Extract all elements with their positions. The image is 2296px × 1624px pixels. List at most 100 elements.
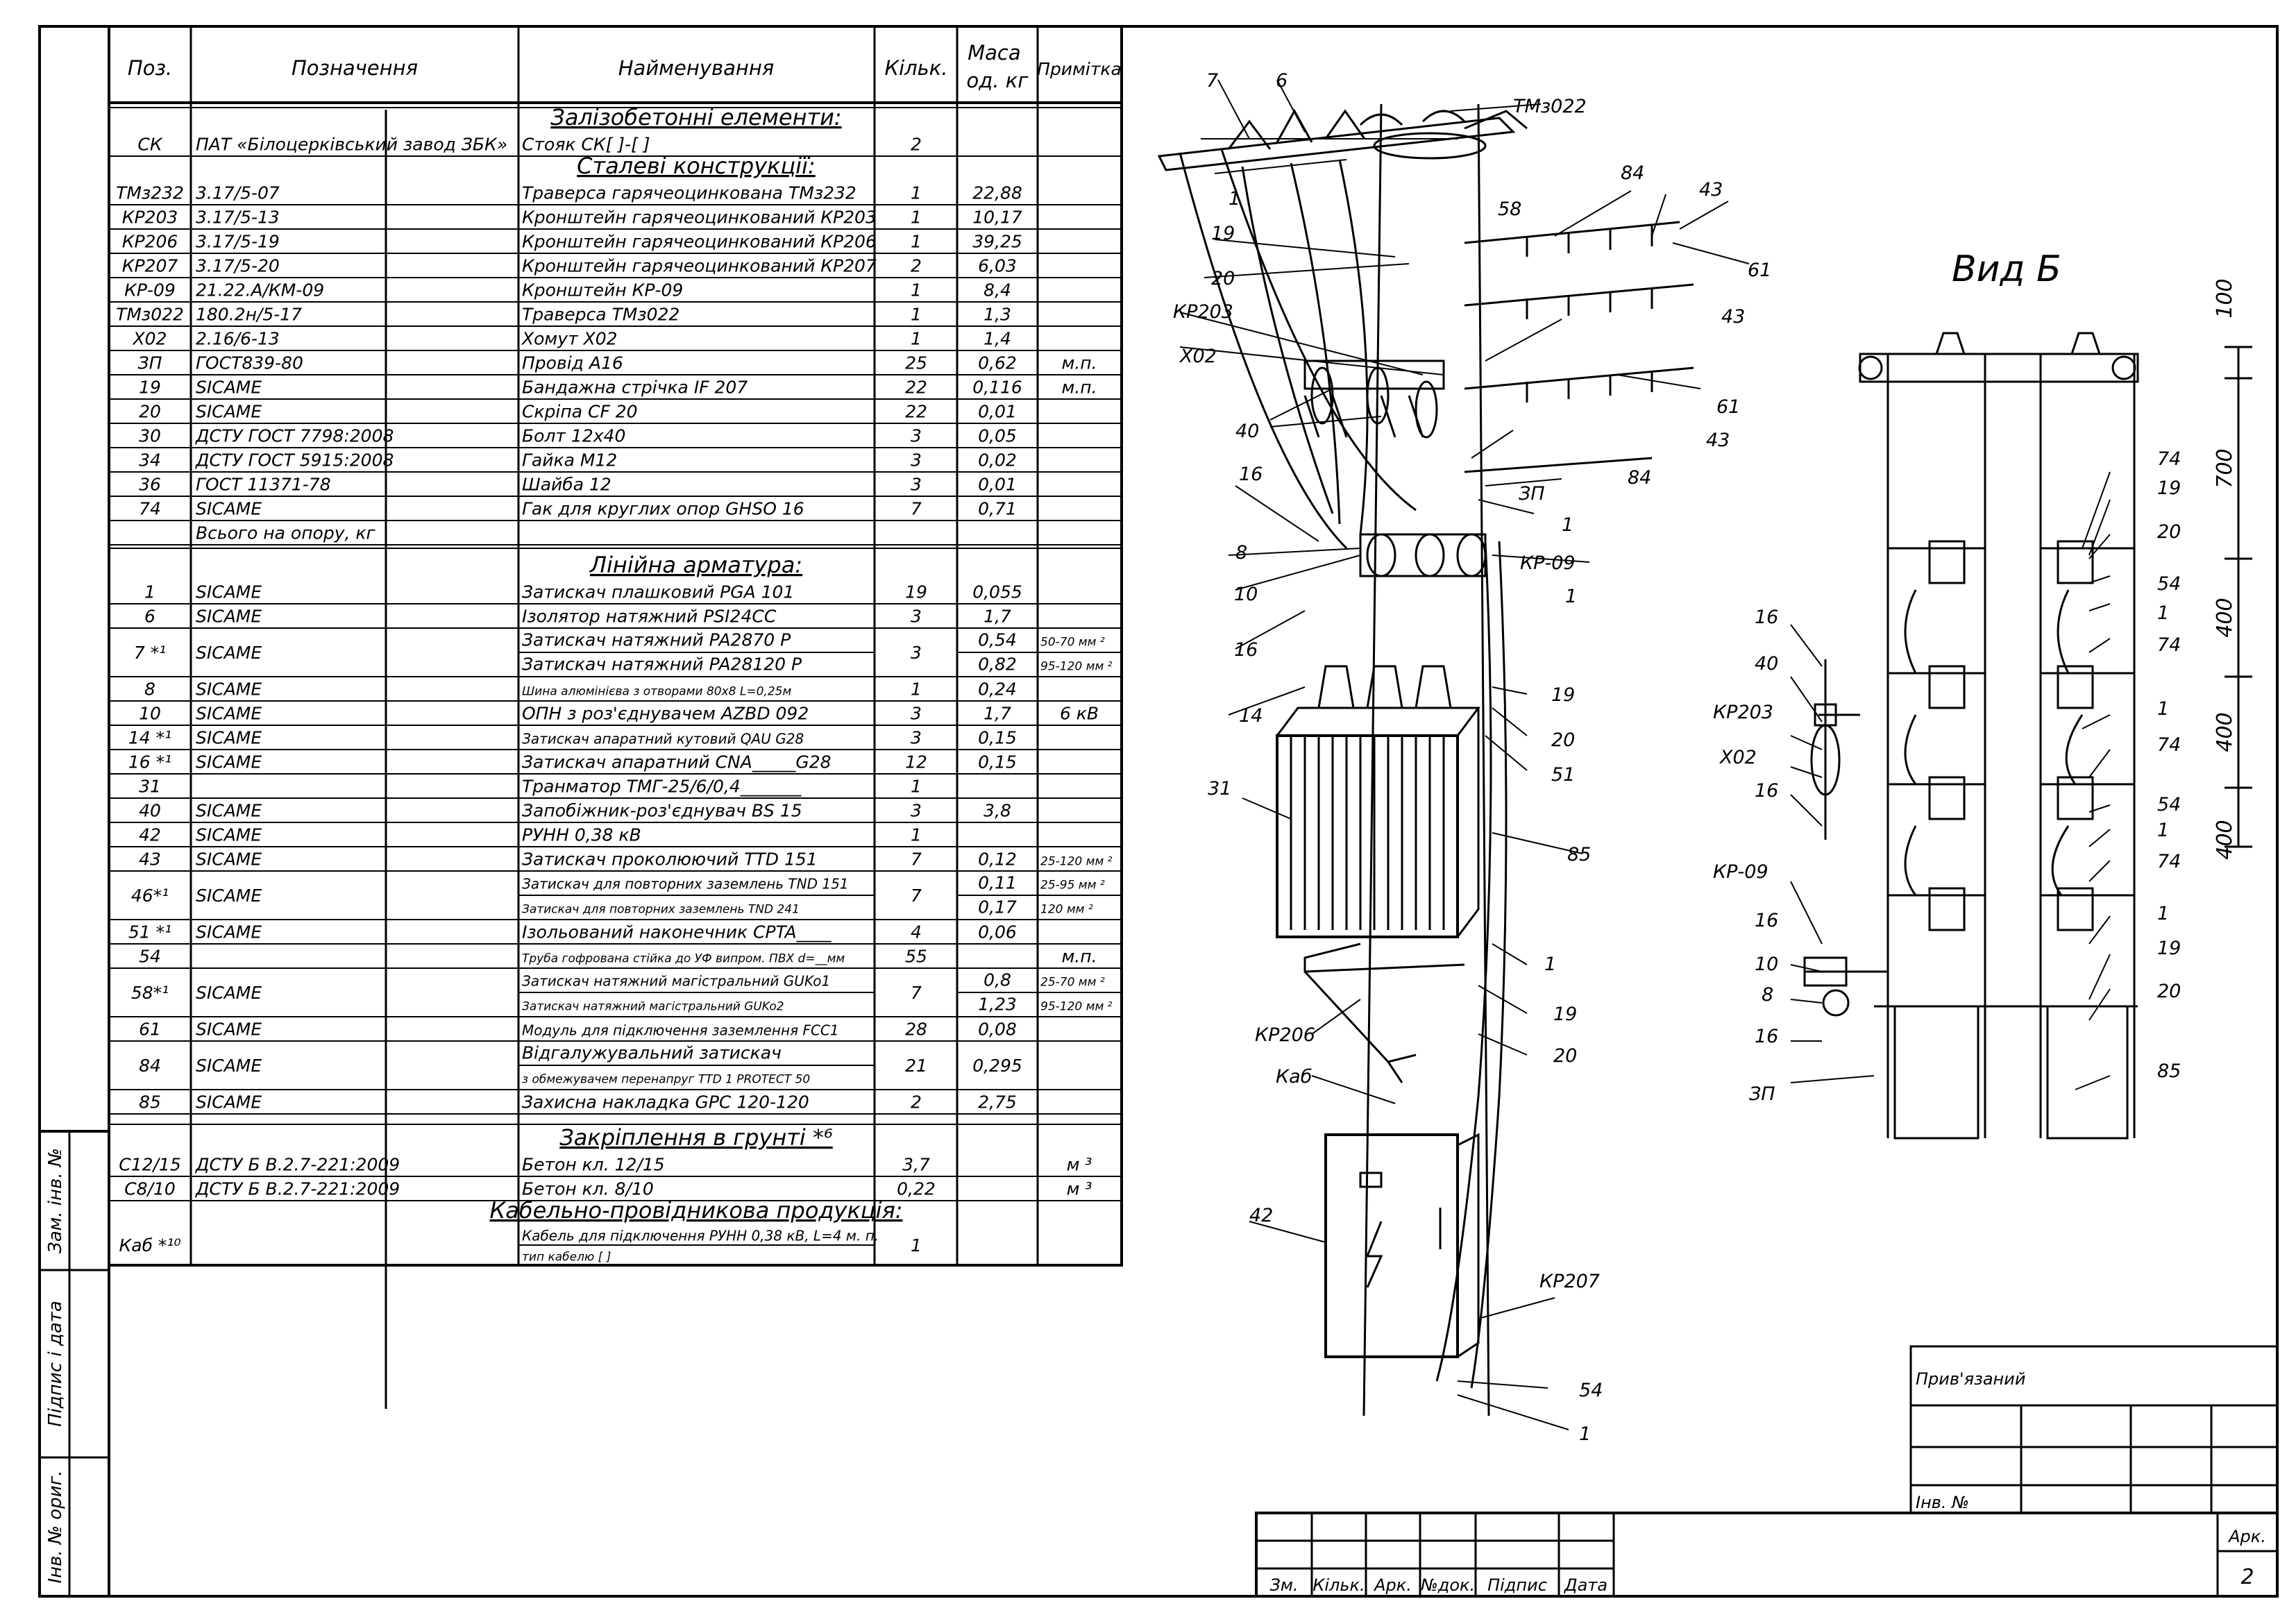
cell-name: Захисна накладка GPC 120-120	[522, 1092, 809, 1113]
cell-mass: 0,06	[978, 922, 1017, 942]
cell-designation: SICAME	[196, 849, 262, 870]
cell-name: Затискач натяжний магістральний GUKo2	[522, 1000, 784, 1014]
cell-pos: С8/10	[124, 1179, 176, 1199]
cell-designation: SICAME	[196, 1020, 262, 1040]
cell-pos: 61	[139, 1020, 161, 1040]
callout-43b: 43	[1721, 306, 1745, 328]
cell-pos: 84	[139, 1056, 161, 1076]
vb-callout-16d: 16	[1755, 1026, 1778, 1047]
callout-42: 42	[1249, 1205, 1273, 1226]
callout-tmz022: ТМз022	[1513, 96, 1587, 117]
cell-name: Болт 12х40	[522, 426, 625, 446]
cell-designation: SICAME	[196, 607, 262, 627]
cell-name: РУНН 0,38 кВ	[522, 825, 641, 845]
cell-name: ОПН з роз'єднувачем AZBD 092	[522, 704, 809, 724]
callout-43c: 43	[1706, 430, 1730, 451]
cell-mass: 8,4	[984, 280, 1011, 301]
dim-400c: 400	[2213, 820, 2237, 859]
cell-name: Кабель для підключення РУНН 0,38 кВ, L=4…	[522, 1228, 879, 1244]
callout-54: 54	[1579, 1380, 1603, 1401]
side-signature-date: Підпис і дата	[45, 1301, 66, 1427]
section-fittings: Лінійна арматура:	[589, 552, 802, 578]
cell-mass: 0,17	[978, 897, 1017, 917]
cell-name: Гайка М12	[522, 450, 617, 471]
cell-pos: 1	[144, 582, 155, 602]
cell-designation: SICAME	[196, 1056, 262, 1076]
col-doc: №док.	[1419, 1575, 1475, 1595]
cell-note: м.п.	[1061, 353, 1097, 373]
section-ground: Закріплення в грунті *⁶	[559, 1124, 833, 1151]
vb-callout-19a: 19	[2157, 477, 2181, 499]
cell-qty: 1	[911, 1235, 922, 1255]
cell-pos: Х02	[132, 329, 167, 349]
cell-pos: КР203	[122, 208, 178, 228]
callout-1e: 1	[1579, 1423, 1591, 1445]
cell-mass: 2,75	[978, 1092, 1017, 1113]
callout-kab: Каб	[1276, 1066, 1312, 1088]
cell-name: Затискач апаратний CNA_____G28	[522, 752, 832, 772]
cell-name: Затискач проколюючий TTD 151	[522, 849, 818, 870]
cell-pos: 51 *¹	[128, 922, 171, 942]
header-designation: Позначення	[292, 56, 418, 80]
view-b-callouts: 74 19 20 54 1 74 16 40 1 КР203 74 Х02 54…	[1713, 448, 2181, 1105]
col-qty: Кільк.	[1312, 1575, 1365, 1595]
cell-qty: 3	[911, 704, 922, 724]
cell-name: Хомут Х02	[521, 329, 618, 349]
cell-name: Затискач апаратний кутовий QAU G28	[522, 731, 804, 747]
cell-designation: SICAME	[196, 499, 262, 519]
view-b-title: Вид Б	[1952, 248, 2061, 290]
col-sheet: Арк.	[1373, 1575, 1412, 1595]
cell-qty: 12	[905, 752, 927, 772]
vb-callout-16a: 16	[1755, 607, 1778, 628]
cell-designation: SICAME	[196, 983, 262, 1003]
callout-1a: 1	[1229, 188, 1240, 210]
cell-designation: SICAME	[196, 679, 262, 700]
callout-10: 10	[1234, 584, 1258, 605]
cell-note: 95-120 мм ²	[1040, 660, 1113, 674]
cell-qty: 7	[911, 499, 922, 519]
cell-name: Кронштейн гарячеоцинкований КР207	[522, 256, 877, 276]
vb-callout-1a: 1	[2157, 602, 2169, 624]
cell-mass: 0,71	[978, 499, 1017, 519]
cell-name: Затискач для повторних заземлень TND 151	[522, 876, 849, 893]
cell-designation: 3.17/5-07	[196, 183, 280, 203]
cell-mass: 0,82	[978, 654, 1017, 675]
cell-designation: SICAME	[196, 801, 262, 821]
cell-pos: 6	[144, 607, 155, 627]
vb-callout-74b: 74	[2157, 634, 2181, 656]
cell-designation: ДСТУ ГОСТ 5915:2008	[195, 450, 394, 471]
cell-name: Транматор ТМГ-25/6/0,4_______	[522, 777, 802, 797]
cell-designation: ГОСТ 11371-78	[196, 475, 331, 495]
spec-table: Поз. Позначення Найменування Кільк. Маса…	[108, 25, 1123, 1267]
callout-43a: 43	[1699, 179, 1723, 201]
cell-pos: 31	[139, 777, 161, 797]
vb-callout-74d: 74	[2157, 851, 2181, 872]
cell-name: Провід А16	[522, 353, 623, 373]
cell-note: 6 кВ	[1060, 704, 1099, 724]
cell-pos: КР207	[122, 256, 178, 276]
vb-callout-1c: 1	[2157, 820, 2169, 841]
vb-callout-kr09: КР-09	[1713, 861, 1769, 883]
cell-note: 25-70 мм ²	[1040, 976, 1105, 990]
callouts: 7 6 ТМз022 84 43 1 58 19 20 61 КР203 43 …	[1173, 70, 1771, 1445]
callout-84b: 84	[1628, 467, 1651, 489]
cell-name: Шайба 12	[522, 475, 611, 495]
cell-qty: 1	[911, 777, 922, 797]
cell-note: м.п.	[1061, 947, 1097, 967]
cell-qty: 7	[911, 983, 922, 1003]
cell-pos: С12/15	[119, 1155, 181, 1175]
cell-mass: 1,7	[984, 607, 1011, 627]
dim-400b: 400	[2213, 712, 2237, 752]
cell-mass: 0,15	[978, 752, 1017, 772]
left-side-stamp: Зам. інв. № Підпис і дата Інв. № ориг.	[38, 1130, 110, 1598]
sheet-frame	[38, 25, 2279, 1598]
callout-61b: 61	[1716, 396, 1740, 418]
cell-name: Шина алюмінієва з отворами 80х8 L=0,25м	[522, 685, 791, 699]
cell-mass: 0,01	[978, 475, 1017, 495]
cell-pos: ЗП	[138, 353, 162, 373]
vb-callout-8: 8	[1762, 984, 1773, 1006]
spec-row-lines	[109, 107, 1122, 1266]
vb-callout-85: 85	[2157, 1060, 2181, 1082]
cell-mass: 0,116	[972, 378, 1022, 398]
cell-qty: 19	[905, 582, 927, 602]
